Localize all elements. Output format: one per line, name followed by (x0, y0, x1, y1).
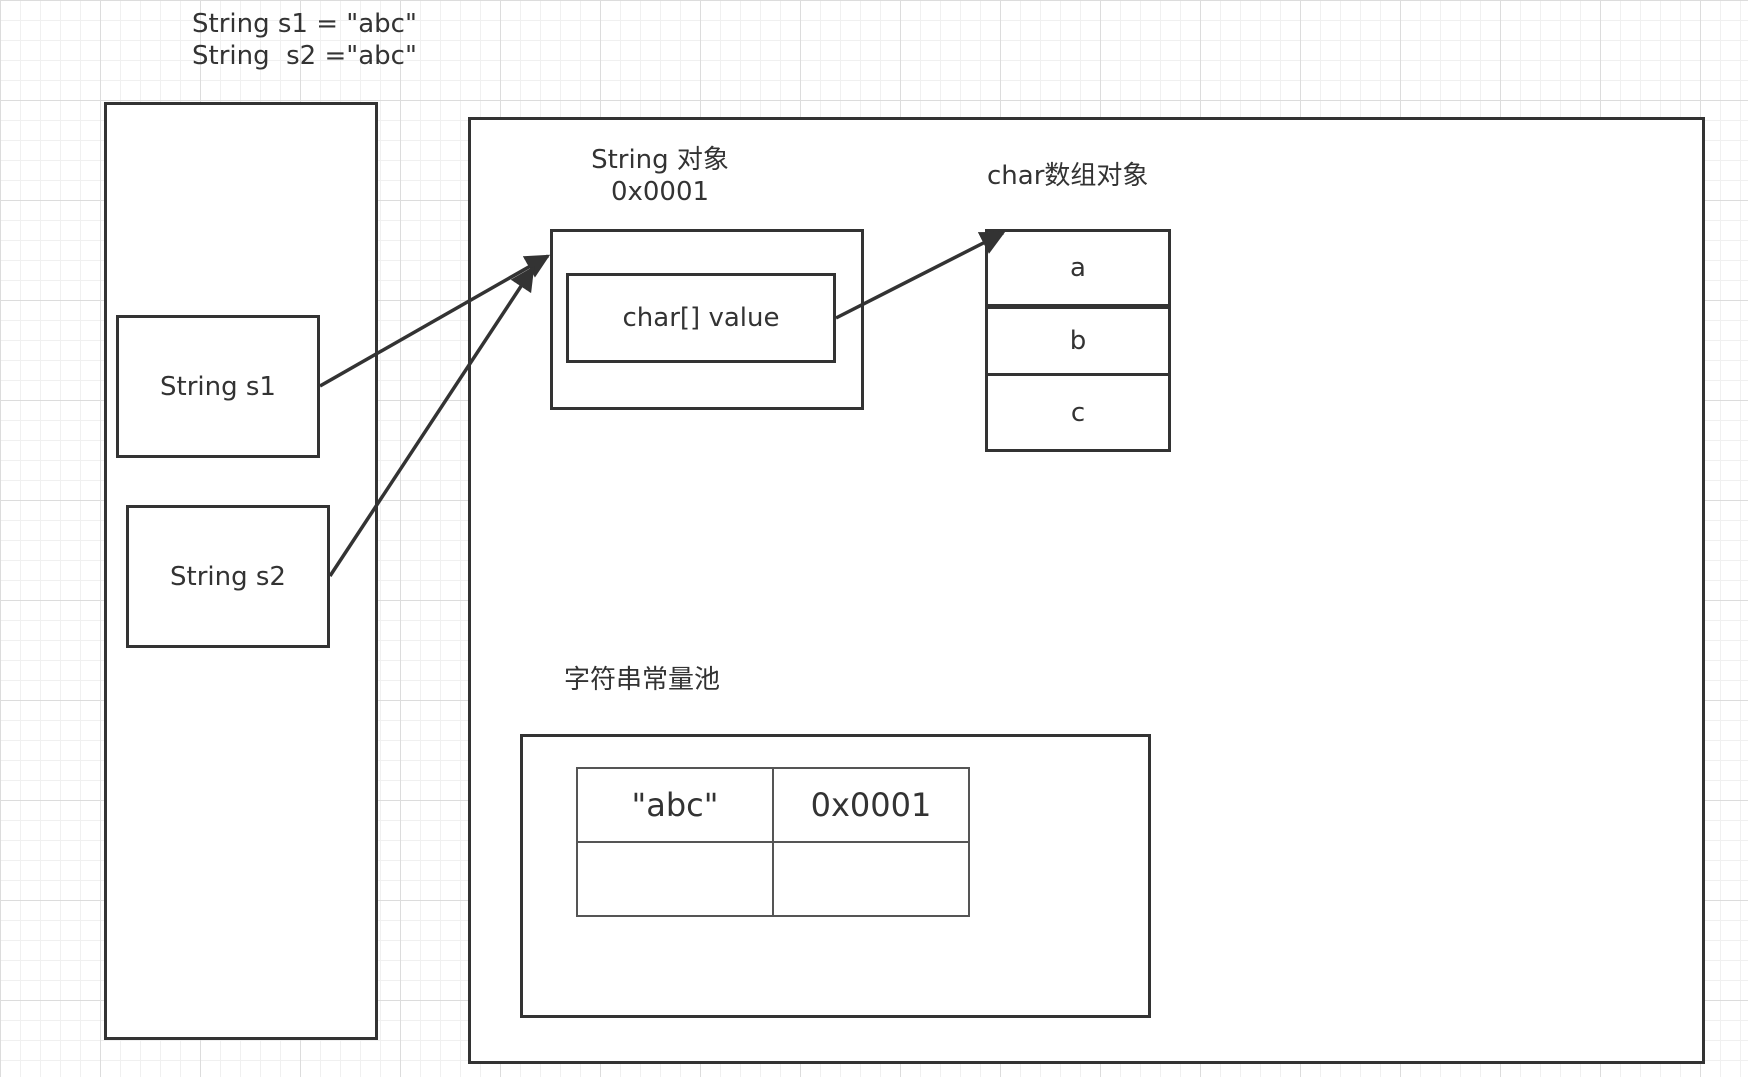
code-line-2: String s2 ="abc" (192, 41, 417, 71)
pool-cell-address[interactable]: 0x0001 (772, 767, 970, 843)
code-line-1: String s1 = "abc" (192, 9, 417, 39)
stack-var-s2-label: String s2 (170, 561, 286, 592)
pool-cell-key-label: "abc" (631, 786, 719, 824)
stack-var-s1[interactable]: String s1 (116, 315, 320, 458)
pool-cell-address-label: 0x0001 (810, 786, 932, 824)
stack-var-s1-label: String s1 (160, 371, 276, 402)
string-object-title: String 对象 (591, 145, 729, 175)
value-field-label: char[] value (622, 303, 780, 333)
pool-cell-empty-key[interactable] (576, 841, 774, 917)
string-object-address: 0x0001 (610, 177, 710, 207)
char-cell-c[interactable]: c (985, 373, 1171, 452)
char-cell-c-label: c (1070, 397, 1086, 428)
pool-cell-empty-address[interactable] (772, 841, 970, 917)
stack-var-s2[interactable]: String s2 (126, 505, 330, 648)
pool-title: 字符串常量池 (564, 665, 721, 695)
char-cell-a[interactable]: a (985, 229, 1171, 307)
value-field[interactable]: char[] value (566, 273, 836, 363)
char-cell-b-label: b (1069, 326, 1087, 356)
char-cell-a-label: a (1070, 253, 1086, 283)
pool-cell-key[interactable]: "abc" (576, 767, 774, 843)
char-cell-b[interactable]: b (985, 306, 1171, 376)
char-array-title: char数组对象 (987, 161, 1149, 191)
